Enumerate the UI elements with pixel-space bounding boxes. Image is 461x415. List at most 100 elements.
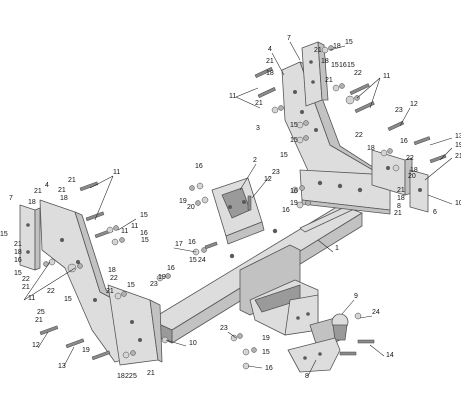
part-number-label: 22 (22, 276, 30, 283)
part-number-label: 19 (262, 335, 270, 342)
bolt (429, 154, 447, 164)
part-number-label: 18 (28, 199, 36, 206)
part-number-label: 24 (372, 309, 380, 316)
part-number-label: 16 (290, 188, 298, 195)
part-number-label: 21 (106, 288, 114, 295)
part-number-label: 2 (253, 157, 257, 164)
part-number-label: 22 (354, 70, 362, 77)
part-number-label: 23 (395, 107, 403, 114)
part-number-label: 18 (14, 249, 22, 256)
bolt (354, 101, 375, 114)
bolt (339, 351, 357, 356)
part-number-label: 18 (410, 167, 418, 174)
part-number-label: 23 (272, 169, 280, 176)
part-number-label: 16 (282, 207, 290, 214)
bolt (85, 211, 105, 222)
left-small-plate (19, 204, 41, 271)
part-number-label: 11 (113, 169, 120, 176)
part-number-label: 21 (22, 284, 30, 291)
part-number-label: 10 (455, 200, 461, 207)
right-top-plate (301, 41, 329, 107)
center-bracket (211, 177, 265, 245)
part-number-label: 8 (305, 373, 309, 380)
bolt (357, 339, 375, 344)
part-number-label: 8 (397, 203, 401, 210)
part-number-label: 21 (68, 177, 76, 184)
part-number-label: 16 (14, 257, 22, 264)
part-number-label: 16 (400, 138, 408, 145)
part-number-label: 3 (256, 125, 260, 132)
part-number-label: 15 (290, 122, 298, 129)
part-number-label: 15 (345, 39, 353, 46)
part-number-label: 22 (110, 275, 118, 282)
part-number-label: 4 (268, 46, 272, 53)
part-number-label: 21 (35, 317, 43, 324)
part-number-label: 16 (140, 230, 148, 237)
part-number-label: 11 (229, 93, 236, 100)
part-number-label: 21 (325, 77, 333, 84)
part-number-label: 15 (127, 282, 135, 289)
tow-plate (287, 337, 341, 373)
part-number-label: 19 (82, 347, 90, 354)
part-number-label: 12 (264, 176, 272, 183)
part-number-label: 18 (367, 145, 375, 152)
bolt (254, 67, 273, 79)
part-number-label: 16 (167, 265, 175, 272)
part-number-label: 22 (47, 288, 55, 295)
part-number-label: 5 (133, 373, 137, 380)
left-side-arm (39, 199, 163, 366)
part-number-label: 22 (125, 373, 133, 380)
part-number-label: 10 (189, 340, 197, 347)
part-number-label: 25 (37, 309, 45, 316)
part-number-label: 21 (397, 187, 405, 194)
part-number-label: 23 (220, 325, 228, 332)
bolt (349, 83, 370, 96)
bolt (65, 338, 85, 349)
part-number-label: 6 (433, 209, 437, 216)
nuts-and-washers (43, 45, 400, 370)
part-number-label: 11 (28, 295, 35, 302)
part-number-label: 15 (14, 270, 22, 277)
part-number-label: 22 (355, 132, 363, 139)
part-number-label: 18 (333, 43, 341, 50)
part-number-label: 21 (314, 47, 322, 54)
part-number-label: 19 (455, 142, 461, 149)
part-number-label: 13 (455, 133, 461, 140)
part-number-label: 21 (266, 58, 274, 65)
part-number-label: 21 (455, 153, 461, 160)
part-number-label: 15 (141, 237, 149, 244)
far-right-plate (371, 149, 429, 213)
part-number-label: 9 (354, 293, 358, 300)
part-number-label: 22 (406, 155, 414, 162)
part-number-label: 15 (140, 212, 148, 219)
part-number-label: 15 (262, 349, 270, 356)
part-number-label: 7 (9, 195, 13, 202)
part-number-label: 12 (410, 101, 418, 108)
part-number-label: 20 (408, 173, 416, 180)
part-number-label: 14 (386, 352, 394, 359)
part-number-label: 15 (347, 62, 355, 69)
part-number-label: 11 (121, 228, 128, 235)
bolt (247, 195, 252, 211)
part-number-label: 18 (321, 58, 329, 65)
part-number-label: 19 (179, 198, 187, 205)
part-number-label: 15 (280, 152, 288, 159)
part-number-label: 21 (14, 241, 22, 248)
part-number-label: 18 (117, 373, 125, 380)
part-number-label: 21 (255, 100, 263, 107)
part-number-label: 15 (0, 231, 8, 238)
part-number-label: 24 (198, 257, 206, 264)
bolt (413, 136, 431, 146)
part-number-label: 1 (335, 245, 339, 252)
part-number-label: 21 (58, 187, 66, 194)
bolt (204, 241, 218, 250)
part-number-label: 21 (147, 370, 155, 377)
part-number-label: 16 (265, 365, 273, 372)
leader-lines (23, 41, 453, 377)
part-number-label: 11 (131, 223, 138, 230)
part-number-label: 21 (34, 188, 42, 195)
part-number-label: 20 (187, 204, 195, 211)
